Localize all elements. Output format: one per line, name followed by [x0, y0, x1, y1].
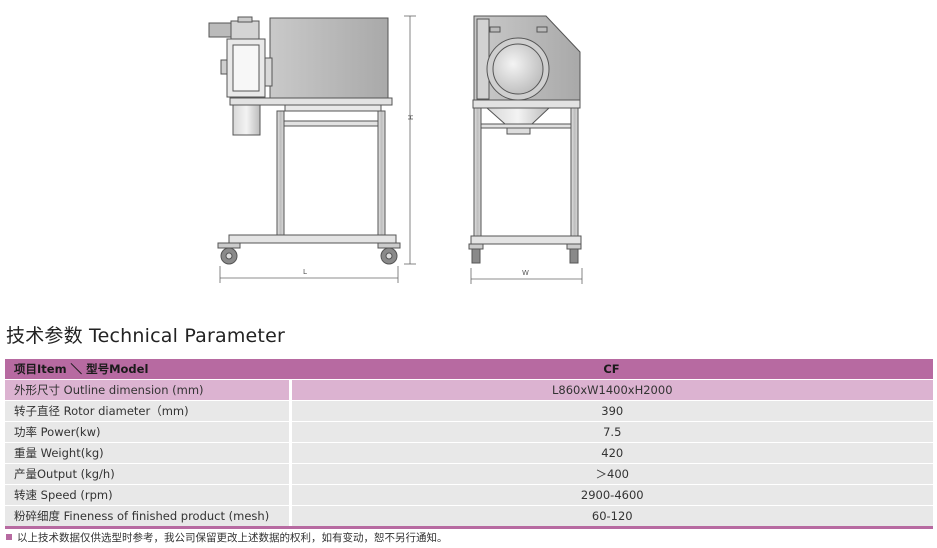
dim-width-label: W [522, 269, 529, 277]
width-dimension [470, 268, 583, 284]
row-value: 60-120 [290, 505, 933, 529]
table-row: 产量Output (kg/h) ＞400 [5, 463, 933, 485]
motor [208, 22, 232, 38]
row-label: 转子直径 Rotor diameter（mm) [5, 400, 292, 422]
front-view [468, 15, 583, 284]
footnote-text: 以上技术数据仅供选型时参考，我公司保留更改上述数据的权利，如有变动，恕不另行通知… [17, 532, 448, 544]
technical-parameter-table: 项目Item ＼ 型号Model CF 外形尺寸 Outline dimensi… [5, 359, 933, 529]
table-row: 外形尺寸 Outline dimension (mm) L860xW1400xH… [5, 379, 933, 401]
table-row: 转速 Speed (rpm) 2900-4600 [5, 484, 933, 506]
side-view [208, 15, 416, 283]
chamber-body [269, 17, 389, 99]
table-row: 粉碎细度 Fineness of finished product (mesh)… [5, 505, 933, 529]
row-label: 产量Output (kg/h) [5, 463, 292, 485]
dim-height-label: H [406, 115, 414, 120]
row-label: 功率 Power(kw) [5, 421, 292, 443]
table-row: 功率 Power(kw) 7.5 [5, 421, 933, 443]
row-value: ＞400 [290, 463, 933, 485]
header-model: CF [290, 359, 933, 380]
section-title: 技术参数 Technical Parameter [6, 325, 285, 347]
height-dimension [404, 15, 416, 265]
top-frame [229, 97, 393, 106]
header-item: 项目Item ＼ 型号Model [5, 359, 290, 380]
dim-length-label: L [303, 268, 307, 276]
table-row: 转子直径 Rotor diameter（mm) 390 [5, 400, 933, 422]
row-value: 420 [290, 442, 933, 464]
row-label: 重量 Weight(kg) [5, 442, 292, 464]
discharge-outlet [232, 104, 261, 136]
machine-drawing: H L W [208, 15, 583, 284]
row-label: 粉碎细度 Fineness of finished product (mesh) [5, 505, 292, 529]
row-value: L860xW1400xH2000 [290, 379, 933, 401]
table-row: 重量 Weight(kg) 420 [5, 442, 933, 464]
row-label: 转速 Speed (rpm) [5, 484, 292, 506]
row-value: 7.5 [290, 421, 933, 443]
front-discharge-cone [485, 107, 551, 125]
base-frame [228, 234, 397, 244]
row-value: 2900-4600 [290, 484, 933, 506]
length-dimension [219, 266, 399, 283]
row-value: 390 [290, 400, 933, 422]
table-header-row: 项目Item ＼ 型号Model CF [5, 359, 933, 380]
bullet-square-icon [6, 534, 12, 540]
footnote: 以上技术数据仅供选型时参考，我公司保留更改上述数据的权利，如有变动，恕不另行通知… [6, 530, 448, 545]
row-label: 外形尺寸 Outline dimension (mm) [5, 379, 292, 401]
